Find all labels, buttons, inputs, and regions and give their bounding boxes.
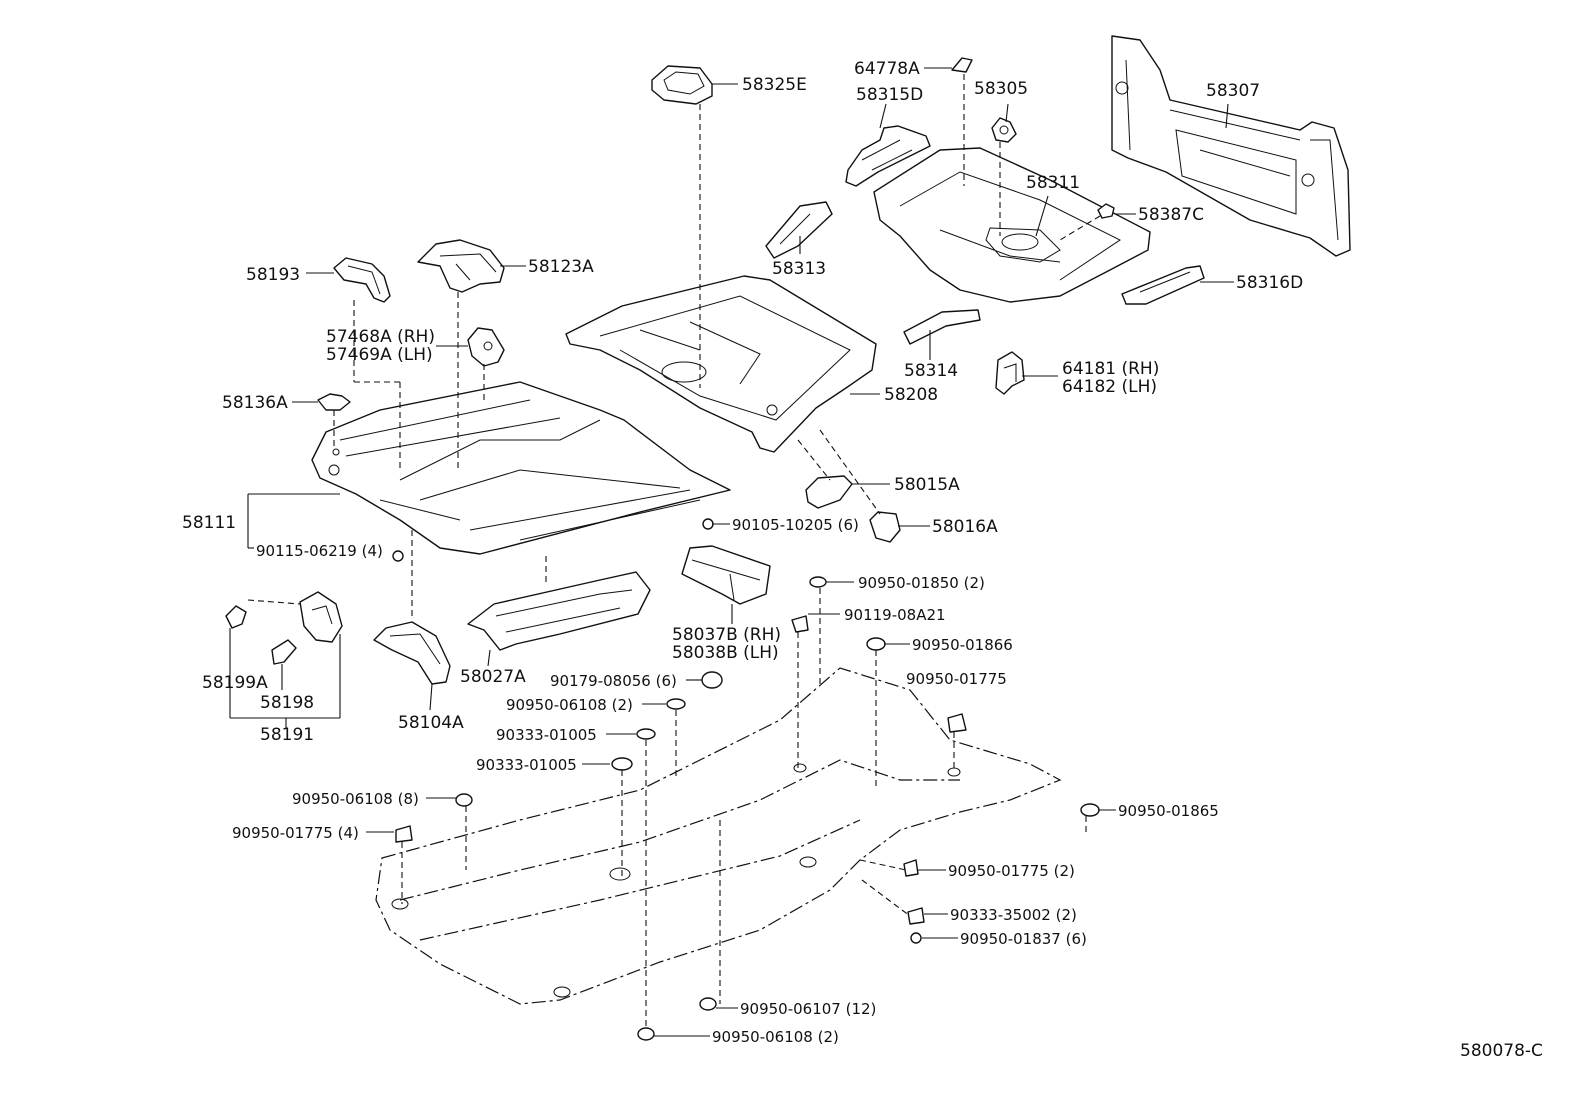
label-90950-01850: 90950-01850 (2) [858, 574, 985, 592]
label-58104a: 58104A [398, 713, 464, 733]
part-58027a-drawing [467, 571, 651, 651]
label-64778a: 64778A [854, 59, 920, 79]
label-58307: 58307 [1206, 81, 1260, 101]
part-58123a-drawing [417, 239, 505, 293]
part-58104a-drawing [373, 621, 451, 685]
part-58316d-drawing [1121, 265, 1205, 305]
part-58136a-drawing [317, 393, 351, 411]
label-58136a: 58136A [222, 393, 288, 413]
part-58016a-drawing [869, 511, 901, 543]
label-58311: 58311 [1026, 173, 1080, 193]
label-58016a: 58016A [932, 517, 998, 537]
label-58123a: 58123A [528, 257, 594, 277]
label-90105-10205: 90105-10205 (6) [732, 516, 859, 534]
label-58314: 58314 [904, 361, 958, 381]
assembly-dashed-lines [247, 74, 1101, 1030]
part-labels: 58325E 64778A 58315D 58305 58307 58311 5… [182, 59, 1543, 1061]
part-58305-drawing [991, 117, 1017, 143]
label-90950-01837: 90950-01837 (6) [960, 930, 1087, 948]
leader-lines [229, 67, 1234, 1037]
label-90179-08056: 90179-08056 (6) [550, 672, 677, 690]
part-57468a-drawing [467, 327, 505, 367]
label-90950-06108-2: 90950-06108 (2) [506, 696, 633, 714]
diagram-code: 580078-C [1460, 1041, 1543, 1061]
label-90950-06107: 90950-06107 (12) [740, 1000, 876, 1018]
label-58325e: 58325E [742, 75, 807, 95]
label-90950-01775-2: 90950-01775 (2) [948, 862, 1075, 880]
label-58193: 58193 [246, 265, 300, 285]
part-58208-drawing [565, 275, 877, 453]
label-58208: 58208 [884, 385, 938, 405]
label-58198: 58198 [260, 693, 314, 713]
label-64182: 64182 (LH) [1062, 377, 1157, 397]
label-57468a: 57468A (RH) [326, 327, 435, 347]
label-58313: 58313 [772, 259, 826, 279]
label-58315d: 58315D [856, 85, 923, 105]
part-58314-drawing [903, 309, 981, 345]
part-58387c-drawing [1097, 203, 1115, 219]
part-58325e-drawing [651, 65, 713, 105]
part-58315d-drawing [845, 125, 931, 187]
part-58015a-drawing [805, 475, 853, 509]
part-58311-drawing [873, 147, 1151, 303]
label-58316d: 58316D [1236, 273, 1303, 293]
part-58313-drawing [765, 201, 833, 259]
label-90950-01775: 90950-01775 [906, 670, 1007, 688]
part-58191-drawing [225, 591, 343, 665]
label-58199a: 58199A [202, 673, 268, 693]
label-58191: 58191 [260, 725, 314, 745]
label-58037b: 58037B (RH) [672, 625, 781, 645]
label-90950-01865: 90950-01865 [1118, 802, 1219, 820]
label-90119-08a21: 90119-08A21 [844, 606, 946, 624]
label-90950-01775-4: 90950-01775 (4) [232, 824, 359, 842]
label-57469a: 57469A (LH) [326, 345, 433, 365]
label-90333-01005: 90333-01005 [476, 756, 577, 774]
label-64181: 64181 (RH) [1062, 359, 1159, 379]
label-58015a: 58015A [894, 475, 960, 495]
part-64181-drawing [995, 351, 1025, 395]
fasteners-drawing [392, 518, 1100, 1041]
label-58111: 58111 [182, 513, 236, 533]
label-58387c: 58387C [1138, 205, 1204, 225]
label-90950-06108-2b: 90950-06108 (2) [712, 1028, 839, 1046]
label-58038b: 58038B (LH) [672, 643, 779, 663]
part-64778a-drawing [951, 57, 973, 73]
label-90950-01866: 90950-01866 [912, 636, 1013, 654]
part-58307-drawing [1111, 35, 1351, 257]
label-90333-35002: 90333-35002 (2) [950, 906, 1077, 924]
label-90333-01005: 90333-01005 [496, 726, 597, 744]
label-58027a: 58027A [460, 667, 526, 687]
label-90115-06219: 90115-06219 (4) [256, 542, 383, 560]
floor-assembly-outline [375, 667, 1062, 1005]
label-90950-06108-8: 90950-06108 (8) [292, 790, 419, 808]
part-58193-drawing [333, 257, 391, 303]
part-58111-drawing [311, 381, 731, 555]
part-58037b-drawing [681, 545, 771, 605]
label-58305: 58305 [974, 79, 1028, 99]
